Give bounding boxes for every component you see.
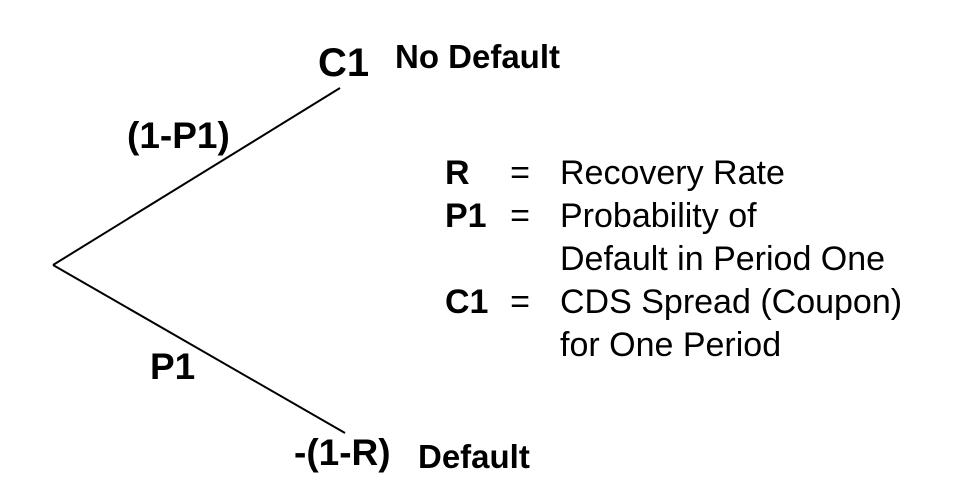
lower-branch-outcome-label: Default (418, 438, 530, 475)
legend-equals-c1: = (510, 283, 530, 321)
upper-branch-outcome-label: No Default (395, 38, 560, 75)
legend-definition-r: Recovery Rate (560, 154, 785, 192)
legend-definition-p1: Probability of Default in Period One (560, 197, 886, 278)
upper-branch-payoff-label: C1 (318, 41, 370, 85)
legend-term-r: R (445, 154, 470, 192)
legend-equals-p1: = (510, 197, 530, 235)
legend-term-p1: P1 (445, 197, 487, 235)
upper-branch-probability-label: (1-P1) (127, 115, 230, 156)
lower-branch-payoff-label: -(1-R) (294, 432, 391, 473)
lower-branch-line (52, 264, 346, 434)
legend: R = Recovery Rate P1 = Probability of De… (445, 152, 902, 367)
legend-term-c1: C1 (445, 283, 489, 321)
legend-definition-c1: CDS Spread (Coupon) for One Period (560, 283, 903, 364)
lower-branch-probability-label: P1 (150, 346, 196, 387)
legend-equals-r: = (510, 154, 530, 192)
upper-branch-line (52, 87, 341, 266)
